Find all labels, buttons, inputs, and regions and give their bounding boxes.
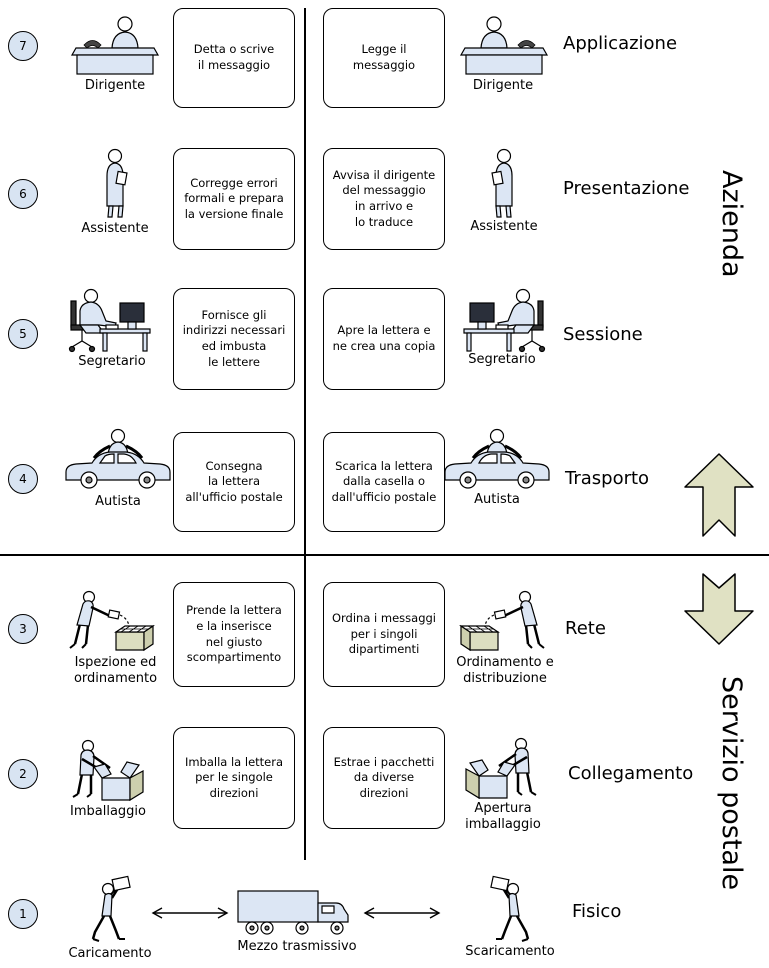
action-text: Prende la lettera e la inserisce nel giu… (186, 603, 282, 665)
actor-label-segretario-left: Segretario (78, 354, 146, 369)
flow-up-arrow-icon (683, 452, 755, 540)
layer-name-collegamento: Collegamento (568, 763, 694, 784)
actor-label-assistente-left: Assistente (81, 221, 149, 236)
action-text: Ordina i messaggi per i singoli dipartim… (331, 611, 437, 657)
action-box-send-6: Corregge errori formali e prepara la ver… (173, 148, 295, 250)
actor-label-caricamento: Caricamento (68, 946, 152, 961)
level-badge-3: 3 (8, 614, 38, 644)
level-number: 1 (19, 907, 27, 921)
action-text: Scarica la lettera dalla casella o dall'… (331, 458, 437, 504)
flow-down-arrow-icon (683, 572, 755, 646)
action-text: Apre la lettera e ne crea una copia (332, 323, 436, 353)
unpacking-box-icon-right (456, 736, 551, 800)
level-number: 5 (19, 327, 27, 341)
level-badge-4: 4 (8, 464, 38, 494)
actor-label-dirigente-left: Dirigente (84, 78, 146, 93)
secretary-at-computer-icon-left (66, 283, 154, 355)
level-badge-2: 2 (8, 759, 38, 789)
actor-label-ordinamento: Ordinamento e distribuzione (456, 655, 554, 687)
action-box-receive-6: Avvisa il dirigente del messaggio in arr… (323, 148, 445, 250)
actor-label-ispezione: Ispezione ed ordinamento (73, 655, 158, 687)
action-box-receive-4: Scarica la lettera dalla casella o dall'… (323, 432, 445, 532)
unloading-worker-icon (486, 875, 536, 944)
layer-name-rete: Rete (565, 618, 606, 639)
action-box-send-2: Imballa la lettera per le singole direzi… (173, 727, 295, 829)
level-number: 3 (19, 622, 27, 636)
level-badge-5: 5 (8, 319, 38, 349)
assistant-icon-left (97, 148, 133, 220)
layer-name-presentazione: Presentazione (563, 178, 690, 199)
horizontal-divider (0, 554, 769, 556)
action-text: Detta o scrive il messaggio (193, 42, 275, 72)
action-text: Avvisa il dirigente del messaggio in arr… (332, 167, 436, 229)
level-badge-6: 6 (8, 179, 38, 209)
driver-with-car-icon-left (62, 428, 174, 494)
section-label-azienda: Azienda (716, 170, 747, 278)
driver-with-car-icon-right (441, 428, 553, 494)
actor-label-autista-right: Autista (474, 492, 520, 507)
packing-box-icon-left (58, 738, 153, 802)
assistant-icon-right (486, 148, 522, 220)
layer-name-fisico: Fisico (572, 901, 622, 922)
action-text: Legge il messaggio (352, 42, 416, 72)
executive-at-desk-icon-left (68, 14, 163, 76)
bidirectional-arrow-icon-left (148, 906, 232, 920)
secretary-at-computer-icon-right (460, 283, 548, 355)
level-number: 6 (19, 187, 27, 201)
actor-label-segretario-right: Segretario (468, 352, 536, 367)
action-text: Estrae i pacchetti da diverse direzioni (333, 754, 435, 800)
action-box-send-5: Fornisce gli indirizzi necessari ed imbu… (173, 288, 295, 390)
bidirectional-arrow-icon-right (360, 906, 444, 920)
action-text: Imballa la lettera per le singole direzi… (184, 754, 284, 800)
actor-label-mezzo-trasmissivo: Mezzo trasmissivo (237, 939, 357, 954)
loading-worker-icon (85, 875, 135, 944)
truck-icon (236, 886, 358, 938)
actor-label-dirigente-right: Dirigente (472, 78, 534, 93)
actor-label-imballaggio: Imballaggio (70, 804, 146, 819)
sorting-into-compartments-icon-left (62, 588, 157, 654)
action-text: Fornisce gli indirizzi necessari ed imbu… (182, 307, 286, 369)
action-box-receive-3: Ordina i messaggi per i singoli dipartim… (323, 582, 445, 687)
sorting-distribution-icon-right (457, 588, 552, 654)
level-number: 7 (19, 39, 27, 53)
level-badge-7: 7 (8, 31, 38, 61)
level-number: 2 (19, 767, 27, 781)
actor-label-assistente-right: Assistente (470, 219, 538, 234)
level-number: 4 (19, 472, 27, 486)
level-badge-1: 1 (8, 899, 38, 929)
action-box-receive-2: Estrae i pacchetti da diverse direzioni (323, 727, 445, 829)
actor-label-apertura: Apertura imballaggio (465, 801, 541, 833)
actor-label-autista-left: Autista (95, 494, 141, 509)
action-text: Corregge errori formali e prepara la ver… (184, 175, 284, 221)
executive-at-desk-icon-right (456, 14, 551, 76)
action-box-receive-7: Legge il messaggio (323, 8, 445, 108)
vertical-divider (304, 8, 306, 860)
action-box-send-3: Prende la lettera e la inserisce nel giu… (173, 582, 295, 687)
layer-name-applicazione: Applicazione (563, 33, 678, 54)
section-label-servizio-postale: Servizio postale (716, 676, 747, 891)
layer-name-sessione: Sessione (563, 324, 643, 345)
layer-name-trasporto: Trasporto (565, 468, 650, 489)
action-box-send-7: Detta o scrive il messaggio (173, 8, 295, 108)
action-box-receive-5: Apre la lettera e ne crea una copia (323, 288, 445, 390)
action-text: Consegna la lettera all'ufficio postale (185, 458, 283, 504)
action-box-send-4: Consegna la lettera all'ufficio postale (173, 432, 295, 532)
actor-label-scaricamento: Scaricamento (465, 944, 555, 959)
